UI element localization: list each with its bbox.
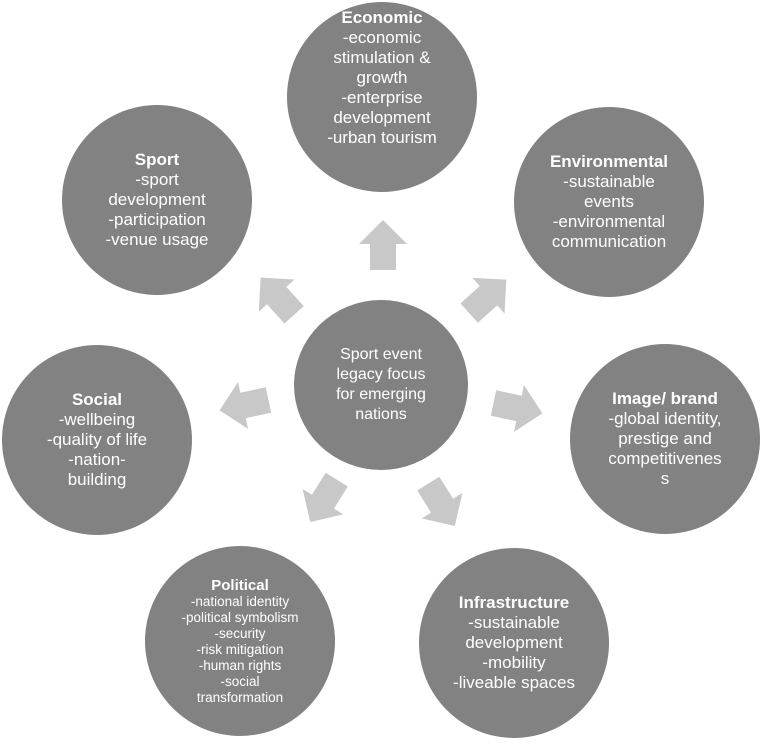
center-line-2: legacy focus xyxy=(336,366,426,383)
node-political-item-5: -human rights xyxy=(198,657,282,673)
node-economic-item-1: -economic xyxy=(342,28,422,47)
node-political-item-3: -security xyxy=(214,625,266,641)
node-social: Social -wellbeing -quality of life -nati… xyxy=(2,345,192,535)
node-environmental-item-4: communication xyxy=(551,232,667,251)
node-political-item-4: -risk mitigation xyxy=(196,641,284,657)
node-political-title: Political xyxy=(211,576,269,594)
node-image-brand: Image/ brand -global identity, prestige … xyxy=(570,344,760,534)
node-social-title: Social xyxy=(71,390,123,409)
node-infrastructure-item-3: -mobility xyxy=(482,653,546,672)
node-sport-item-4: -venue usage xyxy=(105,230,209,249)
node-social-item-2: -quality of life xyxy=(46,430,148,449)
node-infrastructure-item-2: development xyxy=(465,633,563,652)
node-political: Political -national identity -political … xyxy=(145,546,335,736)
node-image-brand-item-2: prestige and xyxy=(618,429,712,448)
node-political-item-6: -social xyxy=(220,673,260,689)
node-economic-item-5: development xyxy=(333,108,431,127)
node-economic-item-2: stimulation & xyxy=(333,48,431,67)
arrow-to-environmental xyxy=(460,277,507,323)
center-line-3: for emerging xyxy=(336,386,426,403)
node-environmental-item-2: events xyxy=(583,192,635,211)
node-sport-item-1: -sport xyxy=(135,170,179,189)
node-infrastructure-item-1: -sustainable xyxy=(468,613,560,632)
node-environmental-title: Environmental xyxy=(549,152,669,171)
node-infrastructure-item-4: -liveable spaces xyxy=(453,673,575,692)
node-economic-item-3: growth xyxy=(356,68,408,87)
arrow-to-image-brand xyxy=(490,384,543,432)
node-infrastructure: Infrastructure -sustainable development … xyxy=(419,548,609,738)
node-social-item-4: building xyxy=(67,470,127,489)
node-image-brand-title: Image/ brand xyxy=(612,389,718,408)
node-economic: Economic -economic stimulation & growth … xyxy=(287,2,477,192)
node-social-item-3: -nation- xyxy=(68,450,126,469)
arrow-to-sport xyxy=(258,277,304,324)
arrow-to-economic xyxy=(359,220,407,270)
node-political-item-7: transformation xyxy=(196,689,284,705)
center-circle: Sport event legacy focus for emerging na… xyxy=(294,300,468,470)
node-political-item-1: -national identity xyxy=(190,593,290,609)
node-environmental-item-1: -sustainable xyxy=(563,172,655,191)
node-environmental-item-3: -environmental xyxy=(552,212,666,231)
node-economic-item-6: -urban tourism xyxy=(327,128,437,147)
node-political-item-2: -political symbolism xyxy=(181,609,299,625)
center-line-1: Sport event xyxy=(340,346,422,363)
center-line-4: nations xyxy=(355,406,407,423)
node-infrastructure-title: Infrastructure xyxy=(458,593,570,612)
node-environmental: Environmental -sustainable events -envir… xyxy=(514,107,704,297)
arrow-to-social xyxy=(219,381,272,429)
node-social-item-1: -wellbeing xyxy=(58,410,136,429)
node-image-brand-item-1: -global identity, xyxy=(608,409,722,428)
arrow-to-infrastructure xyxy=(417,476,463,527)
node-image-brand-item-3: competitivenes xyxy=(608,449,722,468)
arrow-to-political xyxy=(302,472,348,523)
node-sport: Sport -sport development -participation … xyxy=(62,105,252,295)
node-sport-item-2: development xyxy=(108,190,206,209)
node-image-brand-item-4: s xyxy=(660,469,670,488)
node-economic-title: Economic xyxy=(341,8,423,27)
node-sport-title: Sport xyxy=(134,150,180,169)
node-sport-item-3: -participation xyxy=(108,210,206,229)
node-economic-item-4: -enterprise xyxy=(341,88,423,107)
